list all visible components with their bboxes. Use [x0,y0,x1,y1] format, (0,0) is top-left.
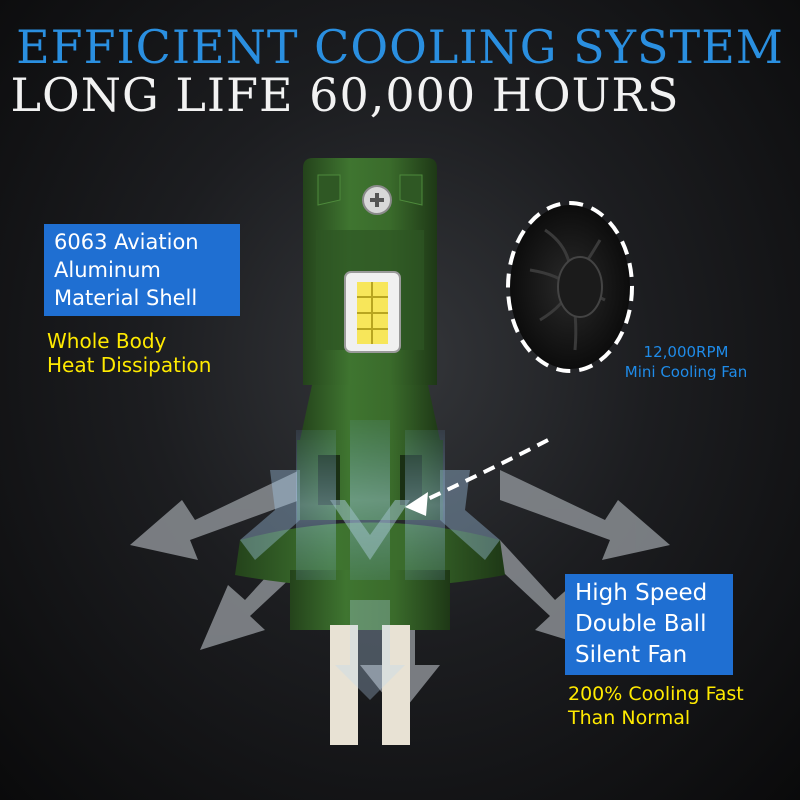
headline-title: EFFICIENT COOLING SYSTEM [16,20,784,74]
heat-dissipation-text: Whole Body Heat Dissipation [47,329,211,377]
fan-name-text: Mini Cooling Fan [624,363,748,381]
dissipation-line-1: Whole Body [47,329,167,353]
material-shell-box: 6063 Aviation Aluminum Material Shell [44,224,240,316]
dashed-arrow-head [405,492,428,516]
fan-callout-label: 12,000RPM Mini Cooling Fan [606,342,766,382]
fan-rpm-text: 12,000RPM [643,343,729,361]
material-line-3: Material Shell [54,286,198,310]
silent-fan-box: High Speed Double Ball Silent Fan [565,574,733,675]
dashed-pointer-arrow [414,438,549,507]
dissipation-line-2: Heat Dissipation [47,353,212,377]
fan-feature-line-2: Double Ball [575,611,707,637]
fan-feature-line-3: Silent Fan [575,642,688,668]
fan-feature-line-1: High Speed [575,580,708,606]
material-line-1: 6063 Aviation [54,230,199,254]
cooling-fan-icon [506,201,634,373]
cooling-line-1: 200% Cooling Fast [568,683,744,705]
screw-icon [362,185,392,215]
cooling-performance-text: 200% Cooling Fast Than Normal [568,682,744,730]
material-line-2: Aluminum [54,258,161,282]
headline-subtitle: LONG LIFE 60,000 HOURS [10,68,680,122]
cooling-line-2: Than Normal [568,707,691,729]
led-chip-icon [344,271,401,353]
